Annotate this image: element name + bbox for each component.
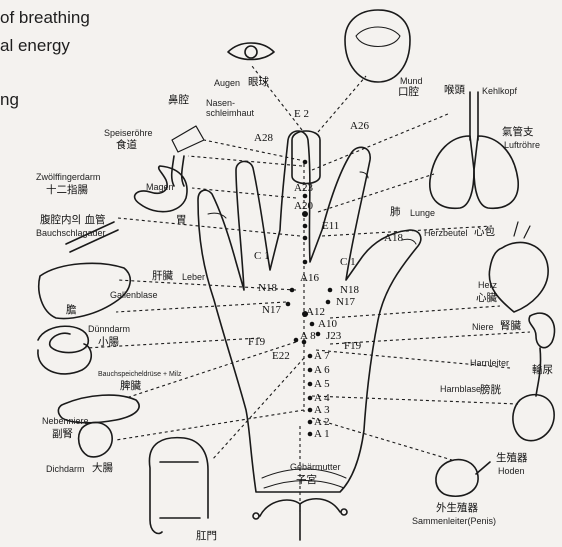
point-dots xyxy=(0,0,562,547)
acupuncture-hand-diagram: of breathing al energy ng Augen 眼球 Mund … xyxy=(0,0,562,547)
